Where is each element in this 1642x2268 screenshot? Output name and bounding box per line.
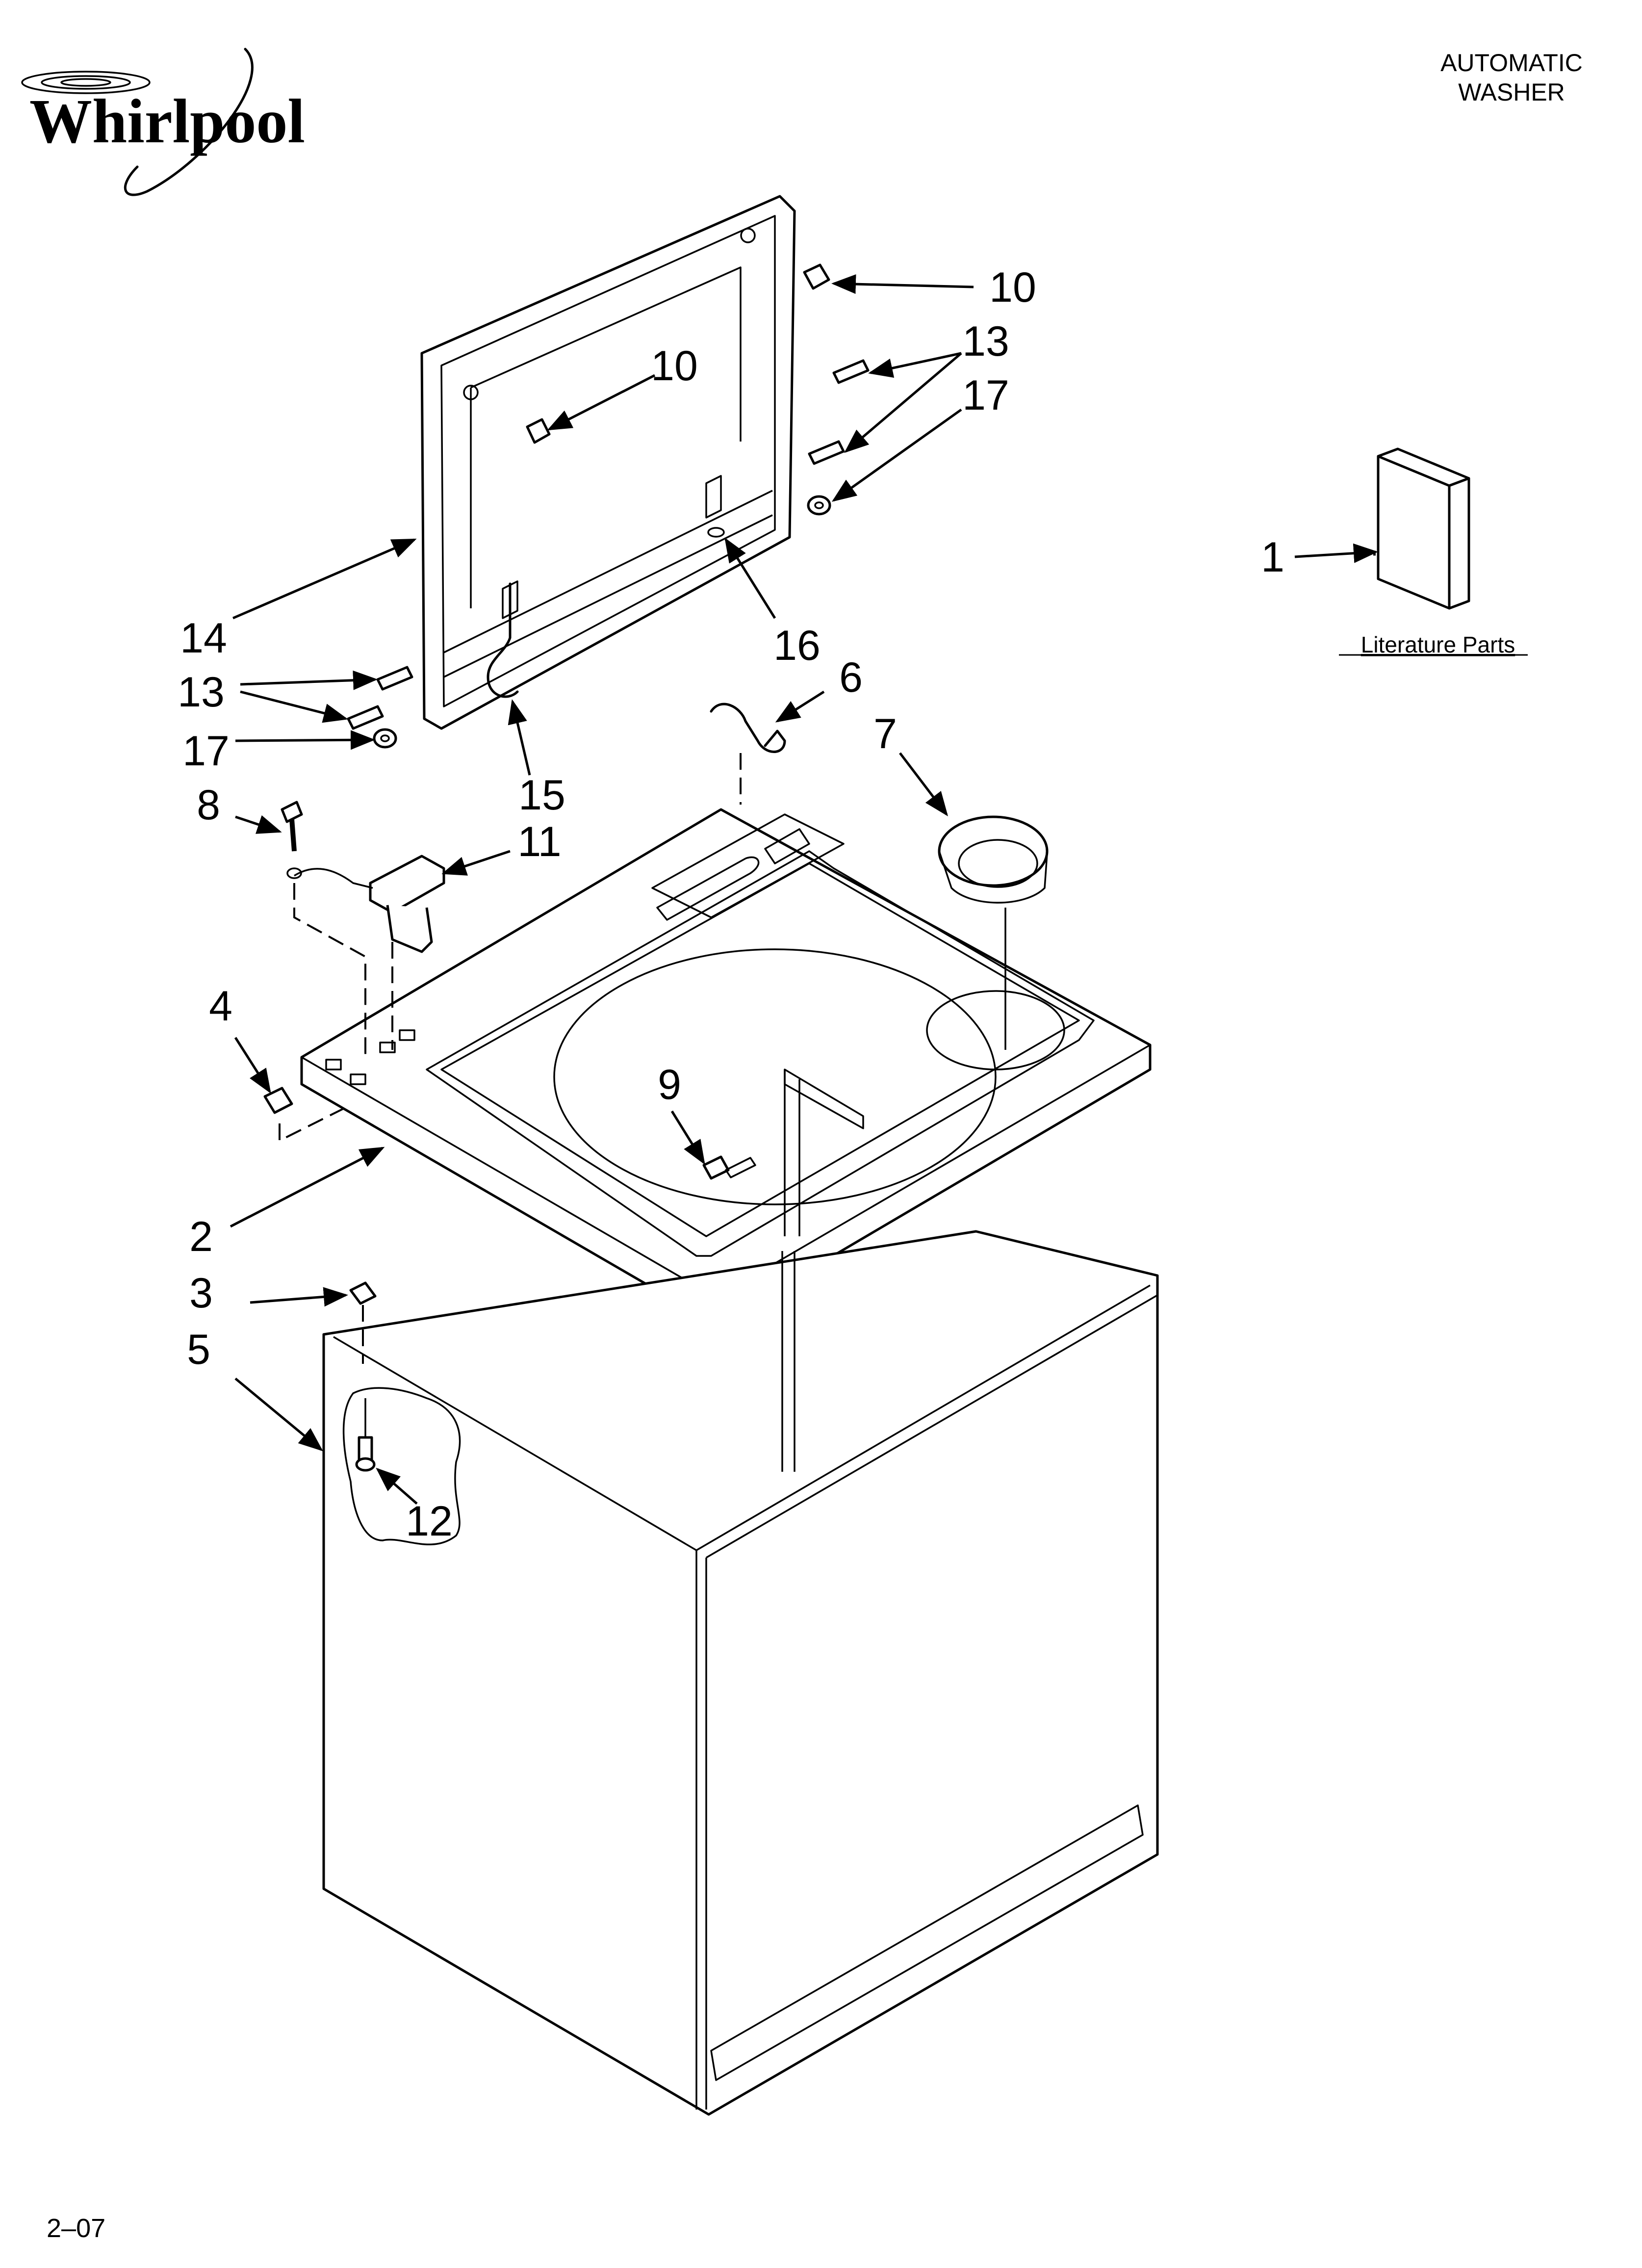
- callout-3: 3: [189, 1270, 213, 1317]
- callout-8: 8: [197, 782, 220, 829]
- brand-wordmark: Whirlpool: [29, 86, 305, 156]
- callout-6: 6: [839, 654, 863, 701]
- lid-screws-right: [807, 359, 870, 516]
- callout-leaders: [230, 274, 1378, 1505]
- washer-lid: [420, 195, 796, 730]
- callout-10-right: 10: [989, 264, 1036, 311]
- callout-17-left: 17: [182, 728, 230, 775]
- callout-13-left: 13: [178, 669, 225, 716]
- lid-switch-clip: [710, 703, 786, 753]
- lid-switch: [294, 855, 445, 953]
- callout-10-left: 10: [651, 342, 698, 390]
- lid-hinge-wire: [487, 582, 519, 698]
- literature-parts-book: [1377, 447, 1470, 610]
- washer-cabinet: [322, 1230, 1159, 2116]
- callout-11: 11: [517, 818, 561, 865]
- callout-15: 15: [518, 772, 565, 819]
- lid-switch-screw: [281, 801, 303, 879]
- bleach-dispenser-ring: [938, 815, 1049, 904]
- lid-bumper-right: [803, 263, 830, 290]
- footer-code: 2–07: [47, 2214, 105, 2243]
- callout-2: 2: [189, 1213, 213, 1260]
- washer-top-cover: [300, 808, 1152, 1326]
- callout-14: 14: [180, 615, 227, 662]
- callout-5: 5: [187, 1326, 210, 1373]
- callout-17-right: 17: [962, 372, 1009, 419]
- top-screw-9: [702, 1155, 756, 1180]
- lid-hinge-bracket: [502, 580, 518, 619]
- callout-13-right: 13: [962, 318, 1009, 365]
- callout-1: 1: [1261, 534, 1284, 581]
- callout-12: 12: [406, 1498, 453, 1545]
- whirlpool-logo: Whirlpool: [21, 48, 305, 196]
- title-line-1: AUTOMATIC: [1440, 49, 1583, 77]
- lid-hinge-clip: [705, 475, 722, 519]
- clip-nut-4: [263, 1087, 293, 1114]
- title-line-2: WASHER: [1458, 78, 1565, 106]
- callout-7: 7: [873, 710, 897, 757]
- callout-4: 4: [209, 983, 232, 1030]
- clip-nut-3: [349, 1281, 377, 1305]
- lid-bumper-left: [526, 418, 551, 444]
- callout-9: 9: [658, 1061, 681, 1108]
- literature-parts-label: Literature Parts: [1361, 632, 1515, 657]
- callout-16: 16: [773, 622, 821, 669]
- lid-screws-left: [347, 666, 413, 749]
